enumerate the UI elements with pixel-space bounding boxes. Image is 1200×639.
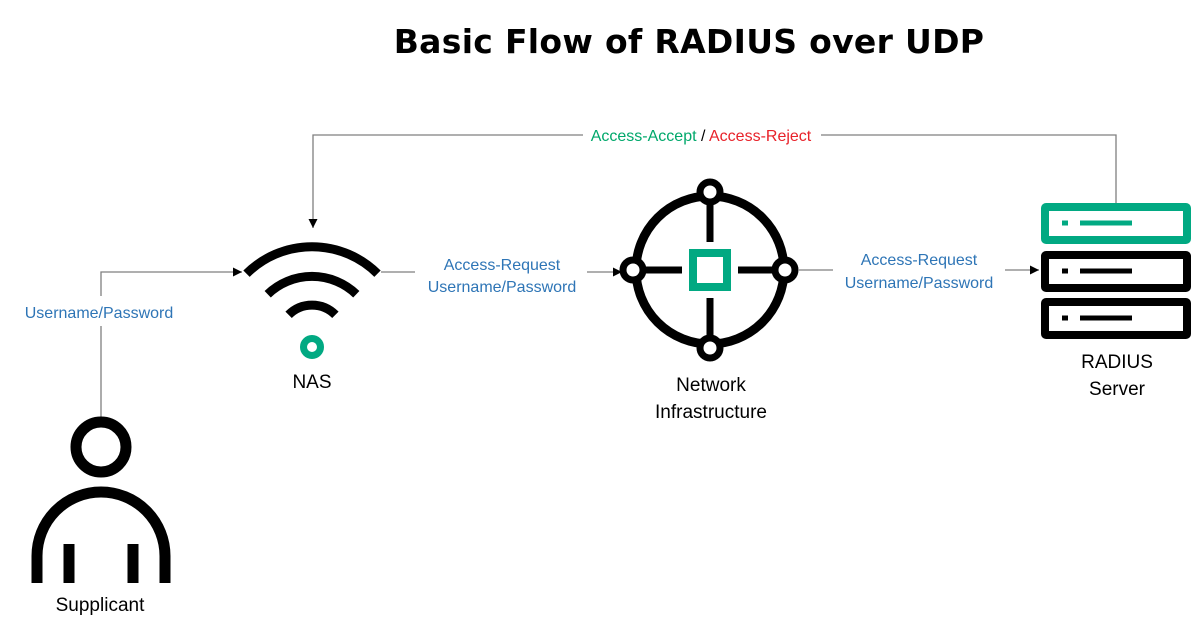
label-access-accept: Access-Accept <box>591 128 697 145</box>
label-response-separator: / <box>697 128 709 145</box>
node-label-radius-line2: Server <box>1089 379 1146 400</box>
label-network-request: Access-Request <box>861 252 978 269</box>
label-network-credentials: Username/Password <box>845 275 994 292</box>
diagram-title: Basic Flow of RADIUS over UDP <box>393 22 985 61</box>
node-label-radius-line1: RADIUS <box>1081 352 1153 373</box>
node-label-network-line1: Network <box>676 375 746 396</box>
network-hub-icon <box>619 178 799 362</box>
label-response: Access-Accept / Access-Reject <box>591 128 812 145</box>
connector-supplicant-to-nas <box>100 267 242 418</box>
node-label-network-line2: Infrastructure <box>655 402 767 423</box>
node-label-nas: NAS <box>292 372 331 393</box>
label-access-reject: Access-Reject <box>709 128 812 145</box>
label-nas-credentials: Username/Password <box>428 279 577 296</box>
label-nas-request: Access-Request <box>444 257 561 274</box>
person-icon <box>31 416 171 583</box>
server-rack-icon <box>1041 203 1191 339</box>
wifi-icon <box>243 242 381 319</box>
wifi-dot-icon <box>300 335 324 359</box>
node-label-supplicant: Supplicant <box>56 595 145 616</box>
label-supplicant-credentials: Username/Password <box>25 305 174 322</box>
